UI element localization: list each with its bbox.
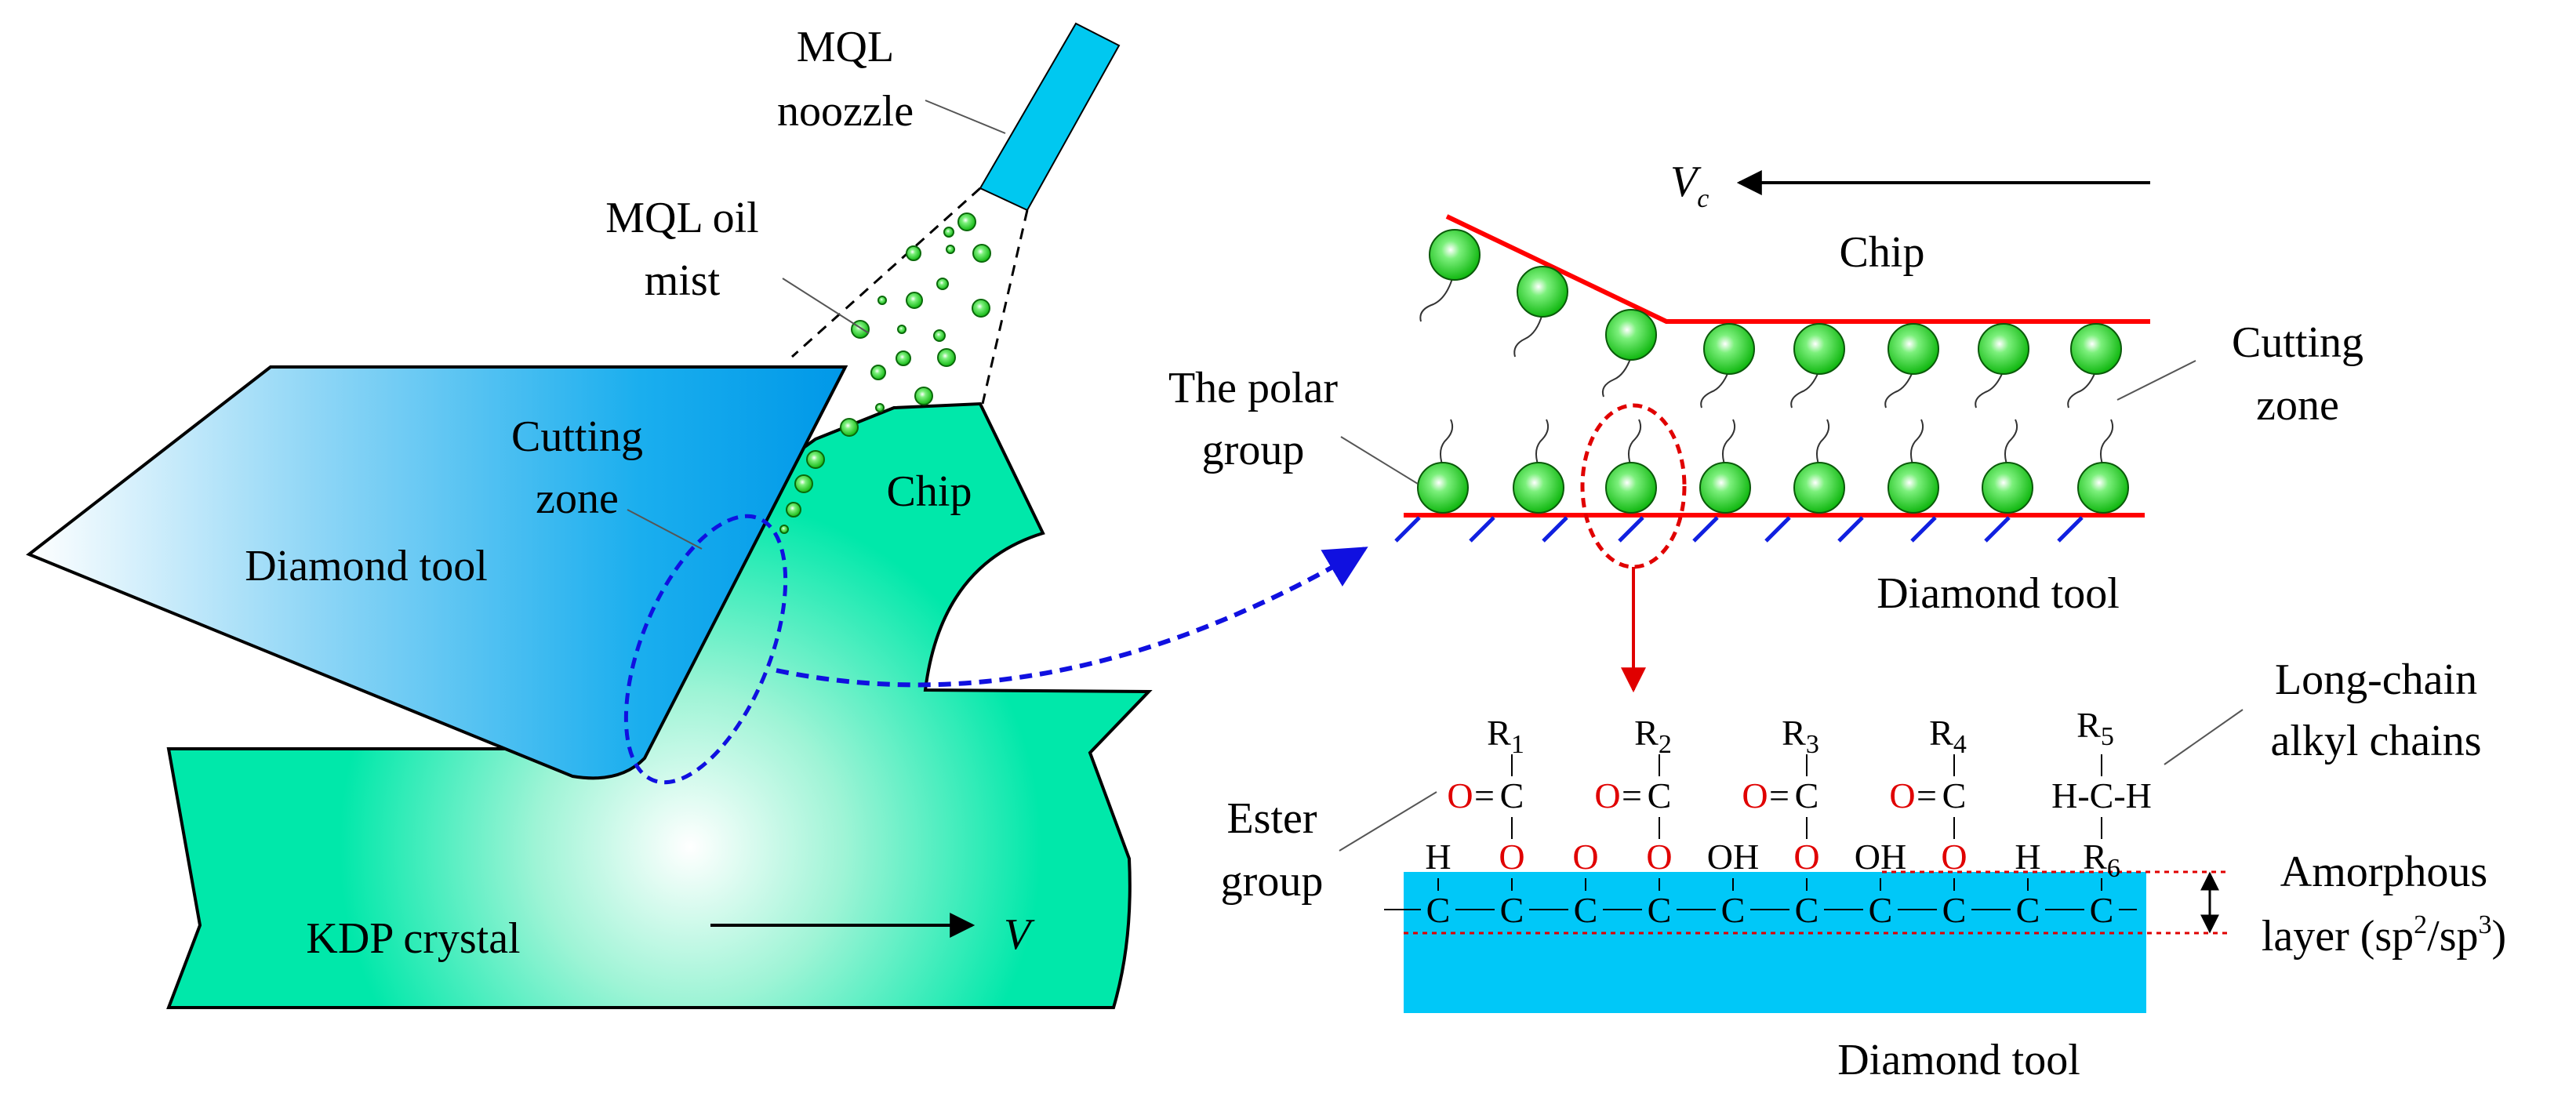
leader-polar-group: [1340, 436, 1419, 485]
tool-adsorbed-molecules: [1417, 419, 2129, 514]
svg-text:C: C: [1795, 775, 1819, 815]
backbone-carbons: C C C C C C C C C C: [1421, 890, 2119, 930]
svg-text:O: O: [1447, 775, 1473, 815]
leader-cutting-zone-left: [627, 509, 703, 550]
tool-hatching: [1394, 516, 2084, 543]
velocity-v-label: V: [1004, 910, 1035, 959]
svg-text:C: C: [1721, 890, 1746, 930]
chip-left-label: Chip: [887, 467, 972, 516]
svg-text:O: O: [1889, 775, 1915, 815]
ester-carbonyls: O = C O = C O = C O = C H-C-H: [1447, 775, 2152, 815]
chip-adsorbed-molecules: [1419, 229, 2122, 409]
svg-text:OH: OH: [1855, 837, 1906, 877]
mql-oil-label-1: MQL oil: [605, 194, 758, 242]
leader-ester-group: [1339, 791, 1437, 852]
cutting-zone-left-label-1: Cutting: [511, 412, 643, 461]
svg-text:H: H: [2015, 837, 2040, 877]
svg-text:R3: R3: [1782, 713, 1819, 759]
nozzle-spray-edge-right: [981, 209, 1029, 405]
amorphous-label-2: layer (sp2/sp3): [2262, 910, 2506, 961]
substituent-bonds: [1437, 754, 2102, 891]
leader-long-chain: [2164, 709, 2244, 765]
svg-text:R6: R6: [2083, 837, 2120, 883]
amorphous-label-1: Amorphous: [2280, 848, 2487, 896]
svg-text:O: O: [1793, 837, 1819, 877]
svg-text:R2: R2: [1634, 713, 1672, 759]
cutting-zone-right-label-1: Cutting: [2232, 318, 2363, 367]
svg-text:C: C: [1500, 890, 1524, 930]
svg-text:C: C: [1942, 890, 1967, 930]
long-chain-label-2: alkyl chains: [2270, 717, 2481, 765]
svg-text:R5: R5: [2076, 705, 2114, 751]
svg-text:C: C: [1426, 890, 1451, 930]
svg-text:=: =: [1917, 775, 1937, 815]
svg-text:=: =: [1474, 775, 1495, 815]
svg-text:C: C: [1942, 775, 1967, 815]
long-chain-label-1: Long-chain: [2275, 656, 2477, 704]
cutting-zone-right-label-2: zone: [2256, 381, 2339, 430]
svg-text:R4: R4: [1929, 713, 1967, 759]
ester-label-2: group: [1221, 857, 1324, 906]
svg-text:=: =: [1622, 775, 1642, 815]
mql-oil-label-2: mist: [645, 256, 721, 305]
polar-group-highlight: [1580, 403, 1687, 569]
svg-text:C: C: [2090, 890, 2114, 930]
diamond-tool-right-label: Diamond tool: [1877, 569, 2120, 618]
chip-right-label: Chip: [1840, 228, 1925, 277]
diamond-tool-bottom-label: Diamond tool: [1837, 1036, 2080, 1084]
mql-nozzle: [979, 22, 1121, 212]
polar-group-label-2: group: [1202, 426, 1305, 474]
cutting-zone-ellipse-left: [623, 514, 788, 785]
svg-text:O: O: [1742, 775, 1768, 815]
ester-label-1: Ester: [1226, 794, 1317, 843]
svg-text:O: O: [1646, 837, 1672, 877]
zoom-connector-arrow: [776, 547, 1368, 688]
svg-text:C: C: [1500, 775, 1524, 815]
svg-text:O: O: [1572, 837, 1598, 877]
kdp-crystal-label: KDP crystal: [306, 914, 520, 963]
svg-text:C: C: [1795, 890, 1819, 930]
svg-text:H: H: [1425, 837, 1451, 877]
svg-text:O: O: [1499, 837, 1524, 877]
svg-text:=: =: [1769, 775, 1789, 815]
cutting-zone-left-label-2: zone: [536, 474, 619, 523]
svg-text:C: C: [1648, 890, 1672, 930]
svg-text:C: C: [1574, 890, 1598, 930]
svg-text:R1: R1: [1487, 713, 1524, 759]
svg-text:C: C: [1648, 775, 1672, 815]
leader-mql-nozzle: [925, 100, 1006, 134]
svg-text:C: C: [2016, 890, 2040, 930]
svg-text:OH: OH: [1707, 837, 1759, 877]
mql-nozzle-label-1: MQL: [797, 23, 894, 71]
oil-mist-droplets: [779, 212, 991, 534]
diamond-tool-left-label: Diamond tool: [245, 542, 488, 590]
leader-cutting-zone-right: [2116, 360, 2196, 401]
substituent-row: H O O O OH O OH O H R6: [1425, 837, 2120, 883]
nozzle-spray-edge-left: [790, 187, 982, 358]
svg-text:C: C: [1869, 890, 1893, 930]
leader-mql-oil: [782, 278, 870, 334]
svg-text:O: O: [1594, 775, 1620, 815]
velocity-vc-label: Vc: [1670, 158, 1709, 213]
mql-nozzle-label-2: noozzle: [777, 87, 914, 136]
r-groups: R1 R2 R3 R4 R5: [1487, 705, 2114, 759]
svg-text:O: O: [1941, 837, 1967, 877]
diamond-tool-left: [26, 365, 848, 780]
polar-group-label-1: The polar: [1168, 364, 1338, 412]
svg-text:H-C-H: H-C-H: [2051, 775, 2152, 815]
chip-surface-line: [1445, 214, 2150, 324]
